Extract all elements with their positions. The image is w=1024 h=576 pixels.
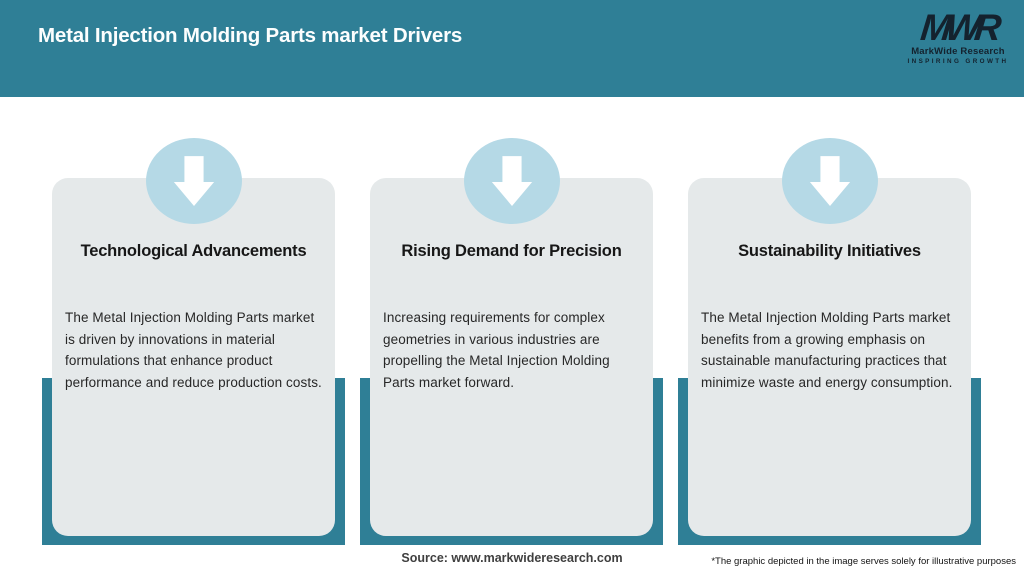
card-body: The Metal Injection Molding Parts market… [701,310,953,390]
driver-column: Rising Demand for Precision Increasing r… [360,0,663,576]
arrow-bubble [145,138,242,224]
source-text: Source: www.markwideresearch.com [401,551,623,565]
arrow-down-icon [807,152,853,210]
driver-card: Sustainability Initiatives The Metal Inj… [688,178,971,536]
page-title: Metal Injection Molding Parts market Dri… [38,24,463,47]
card-body: The Metal Injection Molding Parts market… [65,310,322,390]
arrow-bubble [463,138,560,224]
driver-card: Rising Demand for Precision Increasing r… [370,178,653,536]
brand-logo-tagline: INSPIRING GROWTH [907,58,1009,65]
card-title: Technological Advancements [80,242,307,260]
brand-logo: MWR MarkWide Research INSPIRING GROWTH [904,7,1012,65]
arrow-down-icon [171,152,217,210]
brand-logo-name: MarkWide Research [911,46,1005,57]
header-bar: Metal Injection Molding Parts market Dri… [0,0,1024,97]
card-title: Sustainability Initiatives [738,242,921,260]
card-title: Rising Demand for Precision [401,242,622,260]
arrow-bubble [781,138,878,224]
arrow-down-icon [489,152,535,210]
disclaimer-text: *The graphic depicted in the image serve… [711,556,1016,567]
card-body: Increasing requirements for complex geom… [383,310,610,390]
driver-card: Technological Advancements The Metal Inj… [52,178,335,536]
driver-column: Sustainability Initiatives The Metal Inj… [678,0,981,576]
driver-column: Technological Advancements The Metal Inj… [42,0,345,576]
